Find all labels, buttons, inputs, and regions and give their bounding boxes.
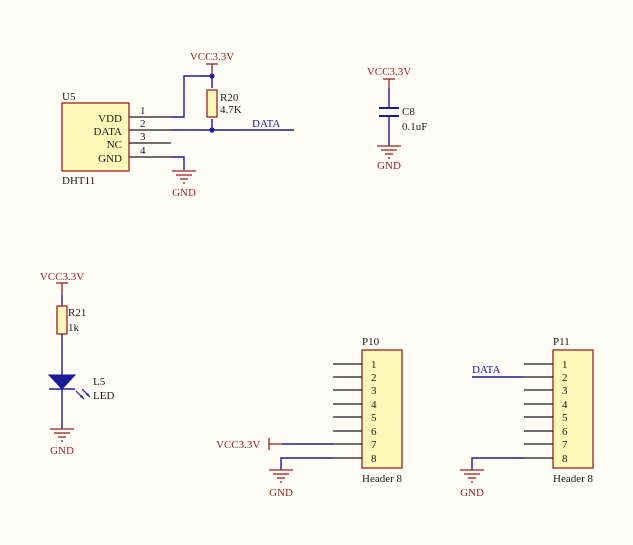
p10-designator: P10 [362, 336, 380, 348]
led-icon [47, 374, 77, 390]
p11-pin-7: 7 [562, 439, 568, 451]
p11-body [552, 349, 594, 469]
dht11-name: DHT11 [62, 175, 95, 187]
p10-pin-5: 5 [371, 412, 377, 424]
dht11-pin-name-3: NC [107, 139, 122, 151]
dht11-pin-name-2: DATA [94, 126, 123, 138]
r21-value: 1k [68, 322, 80, 334]
p11-pin-4: 4 [562, 399, 568, 411]
vcc-label: VCC3.3V [190, 51, 234, 63]
p10-name: Header 8 [362, 473, 403, 485]
dht11-pin-num-1: 1 [140, 105, 146, 117]
p10-gnd-label: GND [269, 487, 293, 499]
gnd-label: GND [172, 187, 196, 199]
led-vcc-label: VCC3.3V [40, 271, 84, 283]
p10-header: P10 Header 8 1 2 3 4 5 6 7 8 VCC3.3V GND [216, 336, 403, 499]
dht11-sensor: U5 DHT11 VDD DATA NC GND 1 2 3 4 [61, 91, 171, 187]
p11-gnd-label: GND [460, 487, 484, 499]
p11-pin-6: 6 [562, 426, 568, 438]
c8-designator: C8 [402, 106, 415, 118]
p10-pin-7: 7 [371, 439, 377, 451]
p11-pin-3: 3 [562, 385, 568, 397]
dht11-pin-num-3: 3 [140, 131, 146, 143]
p11-pin-5: 5 [562, 412, 568, 424]
c8-capacitor-circuit: VCC3.3V C8 0.1uF GND [367, 66, 428, 172]
c8-vcc-label: VCC3.3V [367, 66, 411, 78]
r20-body [206, 89, 218, 118]
dht11-body [61, 102, 130, 172]
junction-dot [209, 127, 215, 133]
led-name: LED [93, 390, 114, 402]
p10-pin-6: 6 [371, 426, 377, 438]
p10-vcc-label: VCC3.3V [216, 439, 260, 451]
p10-body [361, 349, 403, 469]
p11-pin-8: 8 [562, 453, 568, 465]
vcc-port-dht11: VCC3.3V [190, 51, 234, 76]
data-net-label: DATA [252, 118, 281, 130]
dht11-pin-name-4: GND [98, 153, 122, 165]
p10-pin-8: 8 [371, 453, 377, 465]
p11-designator: P11 [553, 336, 570, 348]
c8-gnd-label: GND [377, 160, 401, 172]
vdd-wire [171, 75, 213, 118]
r21-body [56, 305, 68, 335]
led-circuit: VCC3.3V R21 1k L5 LED GND [40, 271, 115, 457]
c8-value: 0.1uF [402, 121, 427, 133]
p10-pin-4: 4 [371, 399, 377, 411]
dht11-wires: DATA [171, 73, 294, 170]
gnd-symbol-dht11: GND [172, 170, 196, 199]
r20-value: 4.7K [220, 104, 242, 116]
p10-pin-1: 1 [371, 359, 377, 371]
dht11-pin-num-4: 4 [140, 145, 146, 157]
r20-resistor: R20 4.7K [206, 89, 242, 118]
p10-pin-2: 2 [371, 372, 377, 384]
p10-pin-3: 3 [371, 385, 377, 397]
gnd-wire [171, 156, 185, 170]
p11-pin-2: 2 [562, 372, 568, 384]
dht11-designator: U5 [62, 91, 76, 103]
p11-pin-1: 1 [562, 359, 568, 371]
dht11-pin-name-1: VDD [98, 113, 122, 125]
dht11-pin-num-2: 2 [140, 118, 146, 130]
p11-header: P11 Header 8 1 2 3 4 5 6 7 8 DATA GND [460, 336, 594, 499]
led-gnd-label: GND [50, 445, 74, 457]
r21-designator: R21 [68, 307, 86, 319]
led-designator: L5 [93, 376, 106, 388]
p11-data-label: DATA [472, 364, 501, 376]
p11-name: Header 8 [553, 473, 594, 485]
r20-designator: R20 [220, 92, 239, 104]
